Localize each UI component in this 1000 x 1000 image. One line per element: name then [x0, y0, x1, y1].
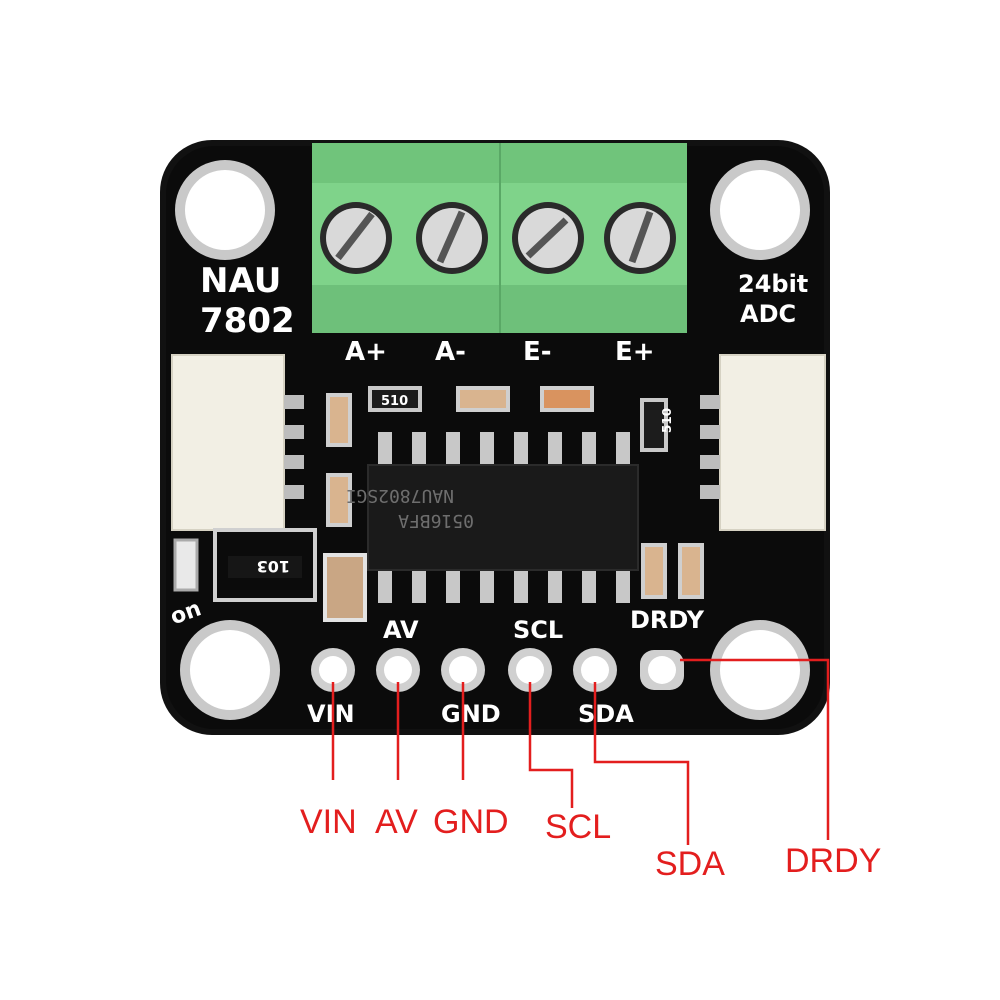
- pin-hole-sda: [573, 648, 617, 692]
- terminal-screw-1: [320, 202, 392, 274]
- pin-hole-gnd: [441, 648, 485, 692]
- callout-label-drdy: DRDY: [785, 842, 881, 880]
- terminal-label-e-minus: E-: [523, 337, 552, 367]
- pin-hole-vin: [311, 648, 355, 692]
- capacitor-left-1: [326, 393, 352, 447]
- terminal-screw-3: [512, 202, 584, 274]
- board-title-line1: NAU: [200, 261, 281, 301]
- capacitor-top-2: [540, 386, 594, 412]
- pin-hole-scl: [508, 648, 552, 692]
- resistor-right: 510: [640, 398, 674, 452]
- pin-label-av: AV: [383, 616, 419, 644]
- board-spec-line1: 24bit: [738, 270, 808, 298]
- mounting-hole-bottom-right: [710, 620, 810, 720]
- pin-hole-drdy: [640, 650, 684, 690]
- mounting-holes: [175, 160, 810, 720]
- resistor-top: 510: [368, 386, 422, 412]
- board-spec-line2: ADC: [740, 300, 796, 328]
- capacitor-left-2: [326, 473, 352, 527]
- terminal-screw-4: [604, 202, 676, 274]
- screw-terminal-block: [312, 143, 687, 333]
- callout-label-vin: VIN: [300, 803, 357, 841]
- mounting-hole-bottom-left: [180, 620, 280, 720]
- board-title-line2: 7802: [200, 301, 295, 341]
- terminal-screw-2: [416, 202, 488, 274]
- capacitor-top-1: [456, 386, 510, 412]
- pin-label-drdy: DRDY: [630, 606, 705, 634]
- resistor-array-code: 103: [257, 557, 290, 576]
- callout-label-scl: SCL: [545, 808, 611, 846]
- mounting-hole-top-left: [175, 160, 275, 260]
- pin-hole-av: [376, 648, 420, 692]
- callout-label-sda: SDA: [655, 845, 725, 883]
- resistor-array: 103: [213, 528, 317, 602]
- callout-lines: [331, 658, 830, 845]
- pin-header: [311, 648, 684, 692]
- capacitor-right-1: [641, 543, 667, 599]
- pin-label-gnd: GND: [441, 700, 501, 728]
- callout-label-av: AV: [375, 803, 418, 841]
- pin-label-scl: SCL: [513, 616, 563, 644]
- capacitor-right-2: [678, 543, 704, 599]
- callout-line-scl: [528, 682, 574, 808]
- chip-marking-line2: 0516BFA: [398, 510, 474, 531]
- capacitor-bottom-left: [323, 553, 367, 622]
- pin-label-vin: VIN: [307, 700, 355, 728]
- nau7802-chip: NAU7802SGI 0516BFA: [346, 432, 639, 603]
- terminal-label-a-plus: A+: [345, 337, 387, 367]
- smd-components: 510 510: [323, 386, 704, 622]
- mounting-hole-top-right: [710, 160, 810, 260]
- jst-connector-right: [700, 354, 826, 531]
- jst-connector-left: [171, 354, 304, 531]
- resistor-top-code: 510: [381, 394, 408, 409]
- pin-label-sda: SDA: [578, 700, 634, 728]
- chip-marking-line1: NAU7802SGI: [346, 485, 454, 506]
- terminal-label-e-plus: E+: [615, 337, 655, 367]
- callout-line-sda: [593, 682, 690, 845]
- callout-line-drdy: [680, 658, 830, 840]
- terminal-label-a-minus: A-: [435, 337, 466, 367]
- callout-label-gnd: GND: [433, 803, 509, 841]
- resistor-right-code: 510: [660, 408, 674, 433]
